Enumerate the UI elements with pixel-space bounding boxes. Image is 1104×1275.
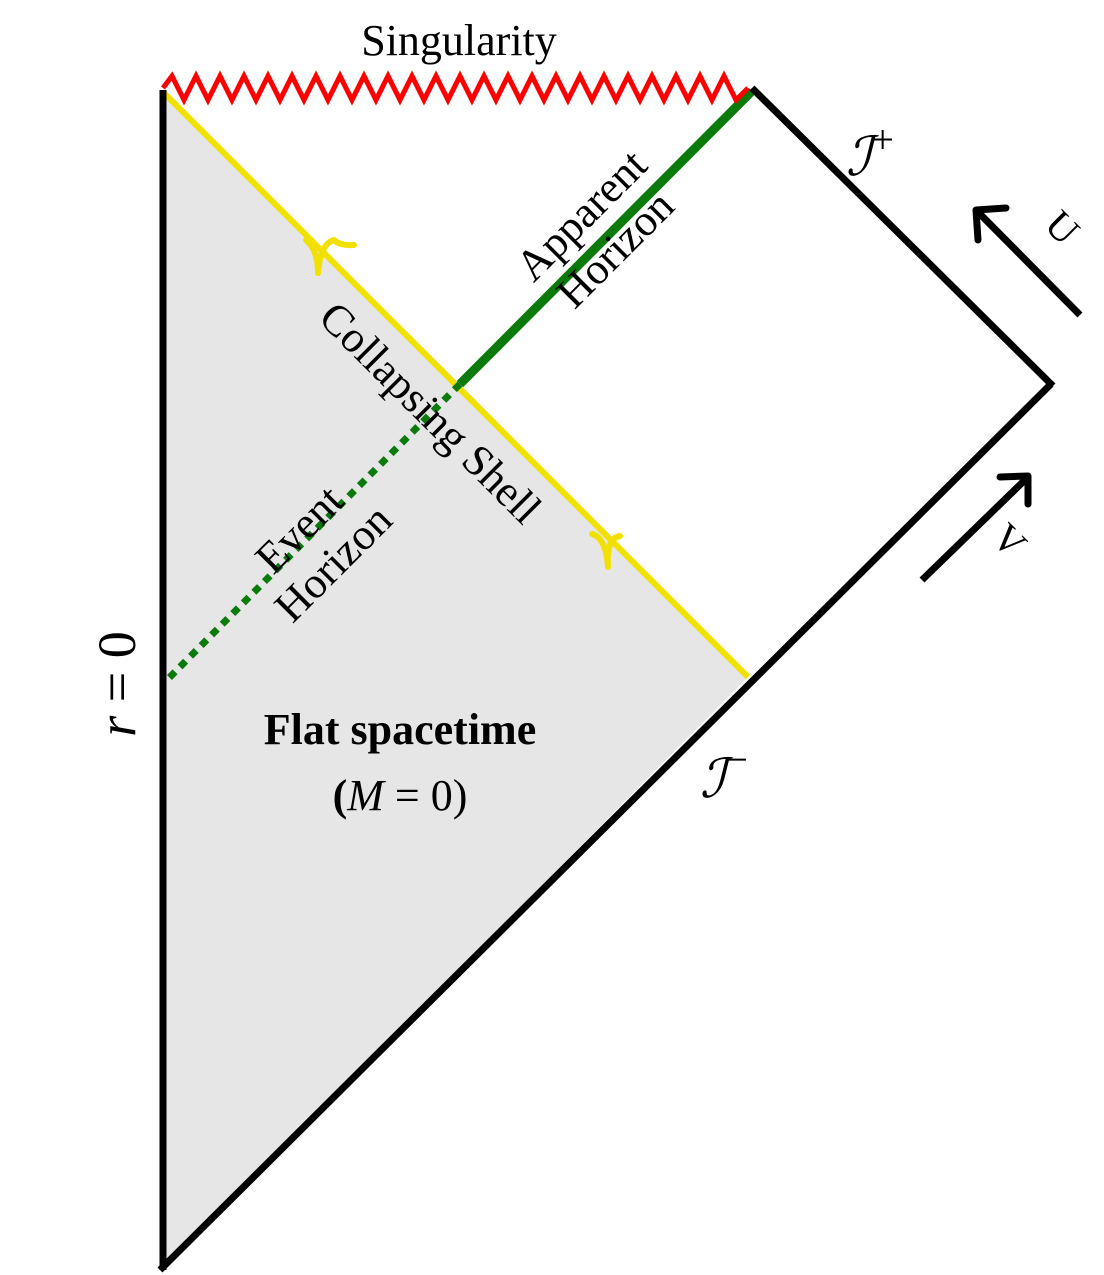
scri-minus-boundary xyxy=(157,381,1054,1273)
v-label: V xyxy=(983,514,1035,566)
flat-spacetime-mass: (M = 0) xyxy=(333,771,468,820)
flat-spacetime-region xyxy=(163,92,748,1268)
apparent-horizon-label: Apparent Horizon xyxy=(506,140,683,317)
scri-plus-boundary xyxy=(749,85,1056,389)
flat-spacetime-mass-symbol: M xyxy=(346,771,386,820)
r-equals-zero-label: r = 0 xyxy=(87,631,147,736)
collapsing-shell-arrow-lower xyxy=(589,531,623,570)
r-symbol: r xyxy=(87,715,147,737)
scri-minus-label: ℐ− xyxy=(700,737,748,809)
event-horizon-line xyxy=(165,381,463,682)
r-equals-zero-value: = 0 xyxy=(87,631,147,715)
apparent-horizon-line xyxy=(456,87,756,388)
flat-spacetime-open-paren: ( xyxy=(333,771,348,820)
v-direction-arrow xyxy=(919,472,1032,583)
flat-spacetime-mass-value: = 0) xyxy=(384,771,467,820)
u-direction-arrow xyxy=(972,204,1083,318)
collapsing-shell-arrow-upper-b xyxy=(303,237,321,276)
scri-minus-superscript: − xyxy=(725,737,748,782)
singularity-line xyxy=(161,70,750,106)
scri-plus-label: ℐ+ xyxy=(846,117,894,187)
flat-spacetime-title: Flat spacetime xyxy=(264,705,536,754)
scri-plus-superscript: + xyxy=(871,117,894,162)
u-label: U xyxy=(1036,201,1088,253)
singularity-label: Singularity xyxy=(361,16,557,65)
